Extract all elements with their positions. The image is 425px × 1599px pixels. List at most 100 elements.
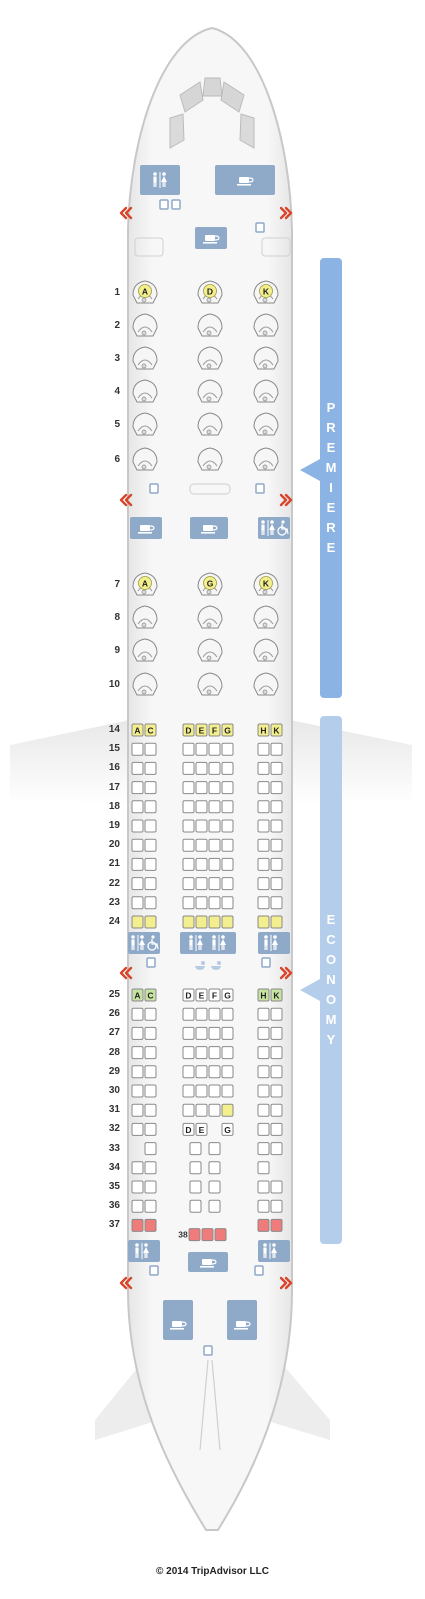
lavatory-icon	[153, 172, 167, 188]
economy-seat	[208, 1084, 221, 1098]
premiere-seat-labeled: A	[132, 280, 158, 304]
economy-seat	[270, 1180, 283, 1194]
economy-seat	[208, 1199, 221, 1213]
partition	[261, 237, 291, 257]
galley-rear-left	[163, 1300, 193, 1340]
wheelchair-icon	[277, 520, 289, 536]
bassinet-icon	[195, 961, 205, 970]
premiere-seat	[132, 447, 158, 471]
economy-seat	[257, 1142, 270, 1156]
cockpit-window-left	[179, 81, 204, 113]
bassinet-icon	[211, 961, 221, 970]
cabin-label-letter: O	[325, 992, 337, 1007]
cabin-label-letter: R	[326, 520, 336, 535]
cabin-label-letter: N	[326, 972, 336, 987]
premiere-seat	[253, 412, 279, 436]
economy-seat	[182, 781, 195, 795]
row-number: 3	[114, 353, 120, 364]
economy-seat	[221, 857, 234, 871]
economy-seat	[270, 1218, 283, 1232]
economy-seat	[257, 1046, 270, 1060]
row-number: 34	[108, 1161, 120, 1173]
premiere-seat	[132, 346, 158, 370]
row-number: 5	[114, 419, 120, 430]
seat-letter: D	[207, 287, 213, 297]
row-number: 22	[108, 877, 120, 889]
premiere-seat-labeled: K	[253, 572, 279, 596]
seat-letter: K	[273, 726, 280, 736]
seat-letter: K	[263, 287, 270, 297]
economy-seat	[195, 742, 208, 756]
economy-seat: F	[208, 988, 221, 1002]
economy-seat	[195, 1046, 208, 1060]
economy-seat	[270, 781, 283, 795]
economy-seat	[257, 1084, 270, 1098]
economy-seat	[195, 1084, 208, 1098]
seat-letter: A	[142, 287, 148, 297]
row-number: 14	[108, 724, 120, 735]
economy-seat	[221, 800, 234, 814]
economy-seat	[131, 742, 144, 756]
row-number: 30	[108, 1085, 120, 1096]
economy-seat	[270, 1007, 283, 1021]
economy-seat	[270, 1199, 283, 1213]
economy-seat	[221, 742, 234, 756]
exit-left-icon	[119, 206, 133, 220]
economy-seat	[221, 1084, 234, 1098]
lavatory-icon	[264, 935, 278, 951]
economy-seat	[131, 857, 144, 871]
economy-seat	[221, 1046, 234, 1060]
closet-icon	[146, 957, 156, 968]
row-number: 20	[108, 839, 120, 851]
premiere-seat	[132, 605, 158, 629]
seat-letter: H	[260, 991, 266, 1001]
economy-seat	[208, 1065, 221, 1079]
economy-seat	[182, 896, 195, 910]
economy-seat	[144, 819, 157, 833]
economy-seat	[131, 1084, 144, 1098]
premiere-seat	[132, 638, 158, 662]
economy-seat	[144, 1065, 157, 1079]
economy-seat	[270, 761, 283, 775]
seat-letter: A	[134, 726, 140, 736]
row-number: 2	[114, 320, 120, 331]
row-number: 37	[108, 1219, 120, 1231]
row-number: 23	[108, 896, 120, 908]
economy-seat	[189, 1142, 202, 1156]
economy-seat	[208, 1007, 221, 1021]
cabin-label-letter: Y	[326, 1032, 336, 1047]
economy-seat	[221, 1026, 234, 1040]
economy-seat	[257, 877, 270, 891]
economy-seat	[144, 838, 157, 852]
seat-letter: K	[263, 579, 270, 589]
closet-icon	[171, 199, 181, 210]
economy-seat	[182, 1026, 195, 1040]
cockpit-window-right	[220, 81, 245, 113]
row-number: 15	[108, 743, 120, 755]
economy-seat	[270, 896, 283, 910]
tail-line	[211, 1359, 221, 1451]
economy-seat	[208, 761, 221, 775]
economy-seat	[270, 1026, 283, 1040]
economy-seat	[182, 1065, 195, 1079]
economy-seat	[214, 1228, 227, 1242]
row-number: 32	[108, 1123, 120, 1135]
economy-seat	[270, 1046, 283, 1060]
economy-seat	[208, 877, 221, 891]
economy-seat	[257, 857, 270, 871]
economy-seat	[195, 857, 208, 871]
economy-seat: F	[208, 723, 221, 737]
economy-seat	[201, 1228, 214, 1242]
cup-icon	[234, 1321, 251, 1330]
cup-icon	[138, 525, 155, 534]
economy-seat: G	[221, 1122, 234, 1136]
exit-left-icon	[119, 966, 133, 980]
wheelchair-icon	[147, 935, 159, 951]
economy-seat: K	[270, 723, 283, 737]
exit-left-icon	[119, 493, 133, 507]
row-number: 29	[108, 1065, 120, 1077]
economy-pointer	[300, 979, 320, 1001]
premiere-seat	[253, 346, 279, 370]
economy-seat	[144, 742, 157, 756]
seat-letter: G	[207, 579, 214, 589]
